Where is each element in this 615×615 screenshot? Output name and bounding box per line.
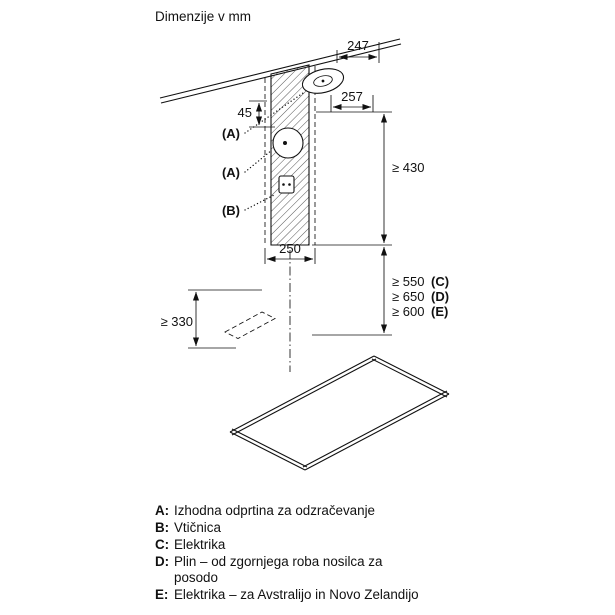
wall-outlet-circle	[272, 127, 304, 159]
label-b-socket: (B)	[222, 203, 240, 218]
legend-text-c: Elektrika	[174, 537, 226, 553]
legend-key-c: C:	[155, 537, 170, 553]
legend-text-a: Izhodna odprtina za odzračevanje	[174, 503, 375, 518]
legend: A: Izhodna odprtina za odzračevanje B: V…	[155, 503, 427, 604]
page-title: Dimenzije v mm	[155, 9, 252, 24]
counter-outline	[229, 355, 450, 471]
legend-item-c: C: Elektrika	[155, 537, 427, 553]
socket-symbol	[278, 175, 295, 194]
dim-550-key: (C)	[431, 274, 449, 289]
legend-key-a: A:	[155, 503, 170, 518]
legend-text-e: Elektrika – za Avstralijo in Novo Zeland…	[174, 587, 419, 603]
dim-650-key: (D)	[431, 289, 449, 304]
dim-430-label: ≥ 430	[392, 160, 424, 175]
legend-item-a: A: Izhodna odprtina za odzračevanje	[155, 503, 427, 519]
dimension-247: 247	[336, 38, 380, 63]
ceiling-outlet-ellipse	[301, 68, 345, 94]
dimension-250: 250	[264, 241, 316, 264]
dim-600-label: ≥ 600	[392, 304, 424, 319]
legend-item-e: E: Elektrika – za Avstralijo in Novo Zel…	[155, 587, 427, 603]
dim-250-label: 250	[279, 241, 301, 256]
callout-labels: (A) (A) (B)	[222, 92, 304, 218]
legend-text-d: Plin – od zgornjega roba nosilca za poso…	[174, 554, 383, 586]
dimension-45: 45	[238, 100, 275, 128]
dim-330-label: ≥ 330	[161, 314, 193, 329]
label-a-wall: (A)	[222, 165, 240, 180]
dim-650-label: ≥ 650	[392, 289, 424, 304]
dimension-330: ≥ 330	[161, 289, 262, 349]
dimension-cde: ≥ 550 (C) ≥ 650 (D) ≥ 600 (E)	[312, 246, 449, 336]
legend-key-b: B:	[155, 520, 170, 536]
legend-text-b: Vtičnica	[174, 520, 221, 536]
legend-key-e: E:	[155, 587, 169, 603]
dimension-257: 257	[330, 89, 374, 112]
hob-dashed-outline	[224, 311, 276, 339]
legend-key-d: D:	[155, 554, 170, 570]
dim-247-label: 247	[347, 38, 369, 53]
dim-600-key: (E)	[431, 304, 448, 319]
legend-item-b: B: Vtičnica	[155, 520, 427, 536]
dim-550-label: ≥ 550	[392, 274, 424, 289]
dim-45-label: 45	[238, 105, 252, 120]
label-a-top: (A)	[222, 126, 240, 141]
dim-257-label: 257	[341, 89, 363, 104]
dimension-430: ≥ 430	[312, 111, 424, 246]
legend-item-d: D: Plin – od zgornjega roba nosilca za p…	[155, 554, 427, 586]
